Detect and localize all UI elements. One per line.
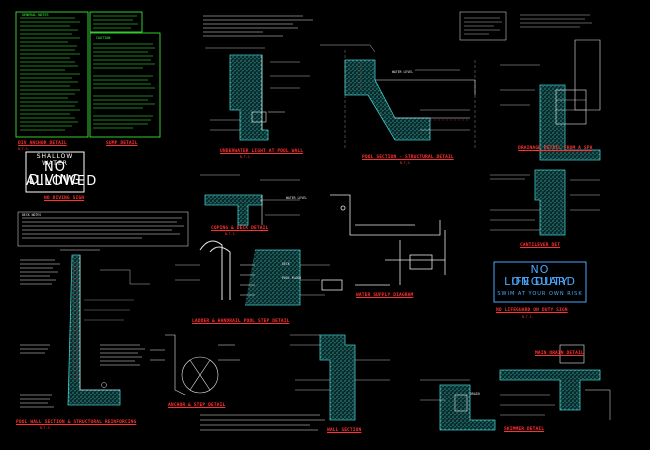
deck-notes-title: DECK NOTES [22,213,42,217]
title-sump: SUMP DETAIL [106,141,138,146]
pool-wall-section [60,249,150,406]
title-main-drain: MAIN DRAIN DETAIL [535,351,584,356]
label-water-level: WATER LEVEL [286,196,308,200]
sign-no-diving: NO DIVING [28,160,82,188]
scale-tag: N.T.S. [522,315,534,319]
title-structural-section: POOL SECTION - STRUCTURAL DETAIL [362,155,454,160]
green-text-lines [20,15,155,131]
title-drainage: DRAINAGE DETAIL FROM A SPA [518,146,593,151]
wall-notes [20,344,145,408]
title-no-lifeguard-sign: NO LIFEGUARD ON DUTY SIGN [496,308,568,313]
main-drain-detail [420,379,496,431]
water-supply-diagram [321,194,446,291]
scale-tag: N.T.S. [40,426,52,430]
title-water-supply: WATER SUPPLY DIAGRAM [356,293,414,298]
deck-notes-box [17,211,189,247]
title-anchor: ANCHOR & STEP DETAIL [168,403,226,408]
no-lifeguard-sign-frame [493,261,587,303]
top-right-details [459,11,601,161]
sign-on-duty: ON DUTY [511,275,569,288]
structural-pool-section [320,44,476,150]
wall-section-bottom [290,334,390,421]
underwater-light-detail [203,15,313,141]
title-dive-anchor: DIV ANCHOR DETAIL [18,141,67,146]
label-water-level: WATER LEVEL [392,70,414,74]
cantilever-detail [490,169,600,236]
sign-swim-own-risk: SWIM AT YOUR OWN RISK [497,291,583,297]
label-deck: DECK [282,262,290,266]
caution-title: CAUTION [96,36,111,40]
title-cantilever: CANTILEVER DET [520,243,561,248]
sign-allowed: ALLOWED [26,174,98,189]
general-notes-title: GENERAL NOTES [22,13,49,17]
coping-detail [200,174,300,226]
title-underwater-light: UNDERWATER LIGHT AT POOL WALL [220,149,304,154]
title-coping: COPING & DECK DETAIL [211,226,269,231]
left-notes [20,259,60,285]
scale-tag: N.T.S. [18,147,30,151]
label-pool-floor: POOL FLOOR [282,276,302,280]
title-wall-section: WALL SECTION [327,428,362,433]
label-drain: DRAIN [470,392,480,396]
title-skimmer: SKIMMER DETAIL [504,427,545,432]
bottom-spec-text [200,414,325,431]
title-pool-wall: POOL WALL SECTION & STRUCTURAL REINFORCI… [16,420,137,425]
scale-tag: N.T.S. [240,155,252,159]
scale-tag: N.T.S. [225,232,237,236]
title-ladder: LADDER & HANDRAIL POOL STEP DETAIL [192,319,290,324]
skimmer-detail [499,344,611,420]
title-no-diving-sign: NO DIVING SIGN [44,196,85,201]
anchor-step-detail [150,334,240,396]
general-notes-box [15,11,161,138]
scale-tag: N.T.S. [400,161,412,165]
sign-shallow-water: SHALLOW WATER [36,153,74,167]
sign-no-lifeguard: NO LIFEGUARD [504,263,576,288]
no-diving-sign-frame [25,151,85,193]
ladder-step-detail [175,240,330,306]
